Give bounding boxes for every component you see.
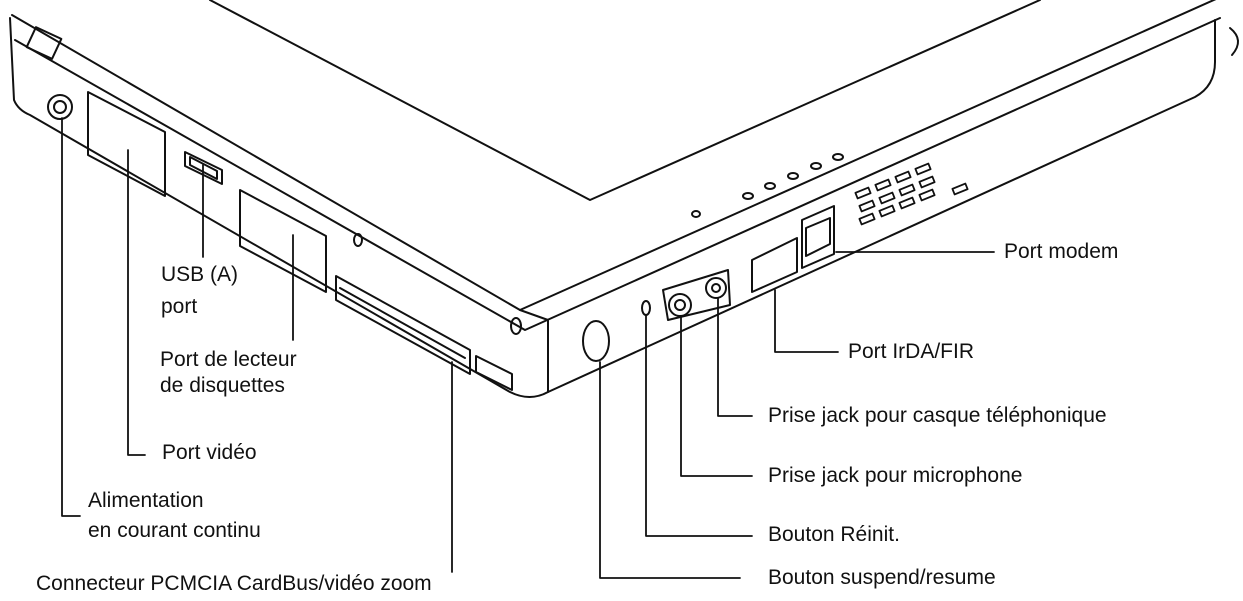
speaker-grille [854,162,969,226]
label-pcmcia-connector: Connecteur PCMCIA CardBus/vidéo zoom [36,572,432,595]
suspend-button-shape [582,320,610,362]
left-side-ports [25,26,522,391]
mic-jack-shape [668,293,692,317]
irda-port-shape [751,237,798,293]
label-reset-button: Bouton Réinit. [768,523,900,546]
label-usb-port: USB (A) port [161,263,239,318]
floppy-port-shape [239,189,327,293]
label-microphone-jack: Prise jack pour microphone [768,464,1023,487]
reset-button-shape [641,300,651,316]
label-dc-power: Alimentation en courant continu [88,489,261,542]
label-video-port: Port vidéo [162,441,257,464]
leader-reset [645,315,753,537]
leader-suspend [599,361,741,579]
laptop-body [9,0,1239,398]
leader-irda [774,289,839,353]
leader-lines [61,117,995,579]
leader-power [61,117,81,517]
headphone-jack-shape [705,277,727,299]
label-floppy-port: Port de lecteur de disquettes [160,348,297,397]
pcmcia-slot-shape [335,275,471,375]
front-side-ports [582,153,969,362]
label-headphone-jack: Prise jack pour casque téléphonique [768,404,1107,427]
leader-headphone [717,297,753,417]
modem-port-shape [801,205,835,269]
usb-port-shape [184,151,223,185]
leader-video [127,149,146,456]
leader-microphone [680,315,753,477]
video-port-shape [87,91,166,197]
label-modem-port: Port modem [1004,240,1119,263]
label-irda-port: Port IrDA/FIR [848,340,975,363]
label-suspend-resume-button: Bouton suspend/resume [768,566,996,589]
